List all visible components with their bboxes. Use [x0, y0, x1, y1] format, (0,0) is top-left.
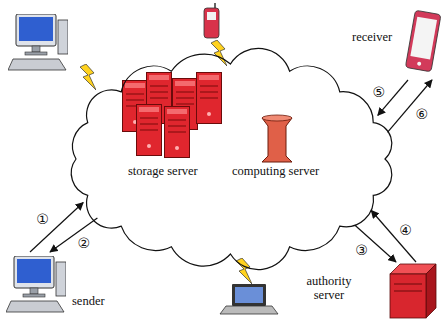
wireless-bolt: [236, 258, 252, 284]
server-tower: [197, 73, 222, 124]
server-side: [426, 264, 436, 318]
tablet-button: [417, 61, 422, 66]
network-cloud: storage server computing server: [58, 46, 403, 272]
laptop-base: [220, 306, 278, 314]
laptop-display: [235, 287, 263, 303]
server-tower: [137, 105, 162, 156]
node-label: authority server: [294, 274, 364, 303]
cloud-shape: [71, 48, 392, 269]
node-label: sender: [72, 294, 105, 308]
cloud-outline: [58, 46, 403, 272]
server-tower: [165, 107, 190, 158]
phone-screen: [207, 12, 216, 20]
authority-server-icon: [390, 264, 436, 318]
node-label: storage server: [128, 164, 198, 178]
device-node: sender: [4, 252, 116, 322]
pillar-top: [262, 115, 292, 121]
computing-pillar: [262, 118, 292, 162]
storage-servers: [123, 73, 222, 158]
connector: [371, 211, 416, 263]
step-number: ①: [36, 212, 49, 226]
wireless-bolt: [80, 64, 96, 90]
desktop-computer: [8, 14, 68, 70]
server-front: [390, 274, 426, 318]
computing-server-icon: [262, 115, 292, 162]
laptop-screen: [232, 284, 266, 306]
device-node: receiver: [350, 8, 442, 80]
step-number: ③: [355, 243, 368, 257]
wireless-bolt: [211, 40, 227, 66]
laptop: [220, 284, 278, 314]
connector: [30, 203, 83, 252]
tablet-screen: [410, 17, 437, 60]
server-bay: [394, 291, 422, 292]
node-label: receiver: [352, 30, 392, 44]
step-number: ②: [77, 236, 90, 250]
connector: [50, 218, 97, 252]
server-bay: [394, 284, 422, 285]
connector: [355, 225, 396, 262]
desktop-computer: [6, 256, 66, 312]
phone-body: [204, 8, 219, 38]
mobile-phone: [204, 3, 219, 38]
node-label: computing server: [232, 164, 319, 178]
tablet-body: [405, 10, 441, 72]
connector: [387, 80, 432, 132]
step-number: ⑥: [415, 107, 428, 121]
step-number: ⑤: [373, 85, 386, 99]
device-node: authority server: [290, 262, 442, 322]
step-number: ④: [399, 223, 412, 237]
tablet: [405, 10, 441, 72]
